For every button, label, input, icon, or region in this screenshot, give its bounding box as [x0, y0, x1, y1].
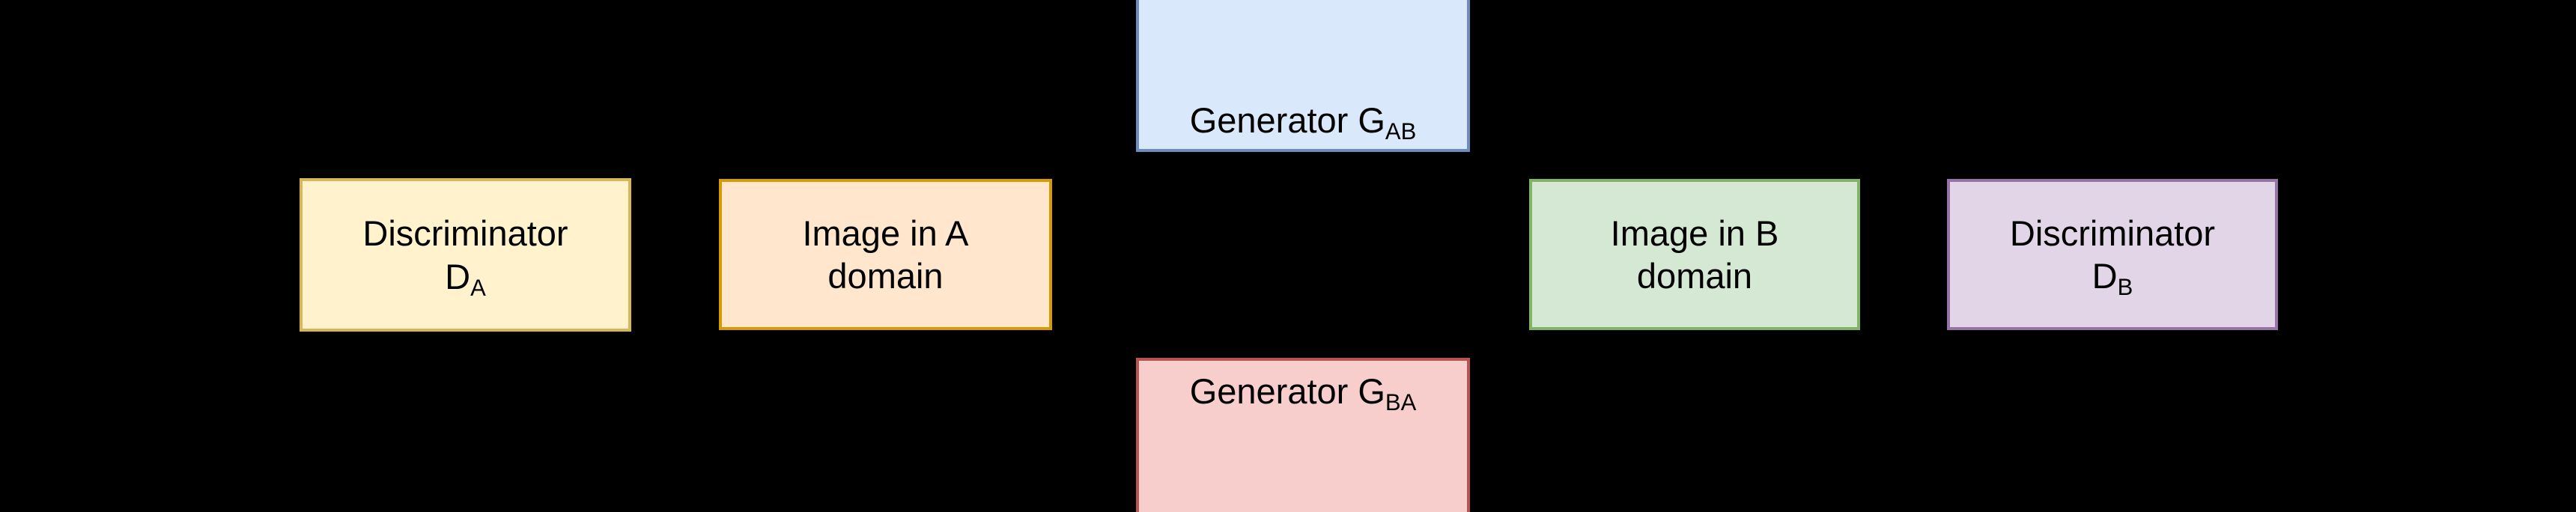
- discriminator-a-label-subscript: A: [470, 274, 486, 301]
- image-in-b-domain-label-line2: domain: [1636, 256, 1753, 296]
- generator-ab-label-subscript: AB: [1385, 118, 1417, 144]
- image-in-a-domain-label-line1: Image in A: [802, 213, 969, 253]
- discriminator-b-label-line1: Discriminator: [2009, 213, 2216, 253]
- generator-ba-label: Generator GBA: [1139, 370, 1467, 416]
- generator-ab-label: Generator GAB: [1139, 99, 1467, 144]
- discriminator-b-label-line2: D: [2092, 256, 2118, 296]
- generator-ab-box[interactable]: Generator GAB: [1136, 0, 1470, 152]
- generator-ba-label-base: Generator G: [1189, 371, 1385, 411]
- generator-ba-label-subscript: BA: [1385, 389, 1417, 416]
- discriminator-a-label-line2: D: [445, 256, 471, 296]
- discriminator-b-label-subscript: B: [2117, 274, 2133, 301]
- image-in-b-domain-label-line1: Image in B: [1610, 213, 1779, 253]
- image-in-a-domain-label-line2: domain: [827, 256, 944, 296]
- generator-ab-label-base: Generator G: [1189, 100, 1385, 140]
- discriminator-a-label-line1: Discriminator: [362, 213, 568, 254]
- generator-ba-box[interactable]: Generator GBA: [1136, 358, 1470, 512]
